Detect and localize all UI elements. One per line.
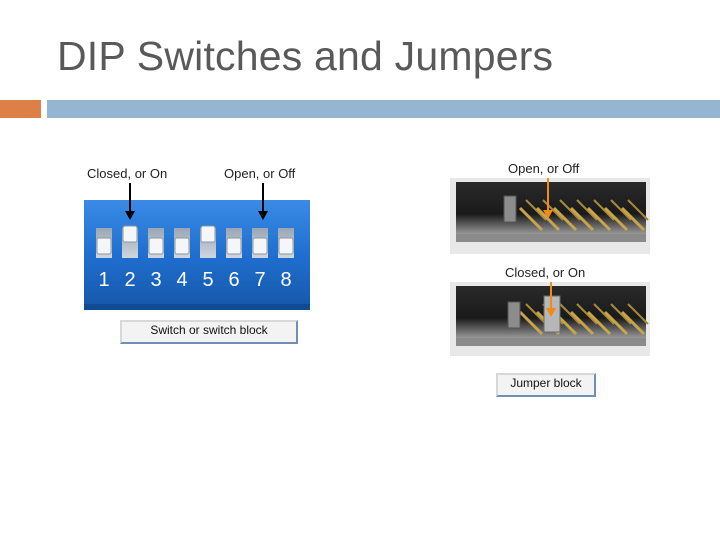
- dip-open-label: Open, or Off: [224, 166, 296, 181]
- dip-arrows: [125, 183, 268, 220]
- jumper-pin: [576, 303, 598, 325]
- jumper-pin: [518, 310, 544, 336]
- jumper-closed-image: [450, 282, 650, 356]
- jumper-pin: [525, 199, 547, 221]
- switch-slider: [148, 237, 164, 255]
- switch-number: 6: [228, 269, 239, 291]
- jumper-pin: [627, 199, 649, 221]
- jumper-pin: [620, 310, 646, 336]
- switch-slider: [200, 225, 216, 243]
- jumper-pin: [586, 310, 612, 336]
- switch-slider: [226, 237, 242, 255]
- switch-slider: [96, 237, 112, 255]
- jumper-pin: [525, 303, 547, 325]
- jumper-open-arrow-head: [543, 210, 553, 219]
- jumper-open-label: Open, or Off: [508, 161, 580, 176]
- jumper-caption: Jumper block: [496, 373, 596, 397]
- jumper-open-image: [450, 178, 650, 254]
- jumper-pin: [603, 310, 629, 336]
- jumper-pin: [569, 206, 595, 232]
- jumper-pin: [559, 303, 581, 325]
- jumper-pin: [518, 206, 544, 232]
- jumper-pin: [610, 303, 632, 325]
- jumper-open-base: [456, 234, 646, 242]
- switch-body-edge: [84, 304, 310, 310]
- jumper-open-cap: [503, 195, 517, 223]
- switch-number: 4: [176, 269, 187, 291]
- jumper-pin: [586, 206, 612, 232]
- jumper-pin: [552, 206, 578, 232]
- switch-body: [84, 200, 310, 310]
- switch-number: 8: [280, 269, 291, 291]
- switch-number: 3: [150, 269, 161, 291]
- dip-closed-label: Closed, or On: [87, 166, 168, 181]
- jumper-closed-arrow-head: [546, 308, 556, 317]
- jumper-pin: [603, 206, 629, 232]
- arrow-closed-head: [125, 211, 135, 220]
- accent-bar-orange: [0, 100, 41, 118]
- switch-slider: [278, 237, 294, 255]
- slide-title: DIP Switches and Jumpers: [57, 33, 554, 79]
- jumper-pin: [576, 199, 598, 221]
- dip-caption: Switch or switch block: [120, 320, 298, 344]
- arrow-open-head: [258, 211, 268, 220]
- jumper-pin: [627, 303, 649, 325]
- switch-slider: [122, 225, 138, 243]
- switch-number: 2: [124, 269, 135, 291]
- jumper-closed-base: [456, 338, 646, 346]
- switch-number: 7: [254, 269, 265, 291]
- jumper-closed-cap-left: [507, 301, 521, 329]
- jumper-pin: [610, 199, 632, 221]
- jumper-pin: [569, 310, 595, 336]
- jumper-pin: [559, 199, 581, 221]
- switch-slider: [174, 237, 190, 255]
- jumper-pin: [593, 199, 615, 221]
- switch-slider: [252, 237, 268, 255]
- switch-number: 1: [98, 269, 109, 291]
- jumper-closed-label: Closed, or On: [505, 265, 586, 280]
- jumper-pin: [593, 303, 615, 325]
- switch-number: 5: [202, 269, 213, 291]
- jumper-pin: [620, 206, 646, 232]
- accent-bar-blue: [47, 100, 720, 118]
